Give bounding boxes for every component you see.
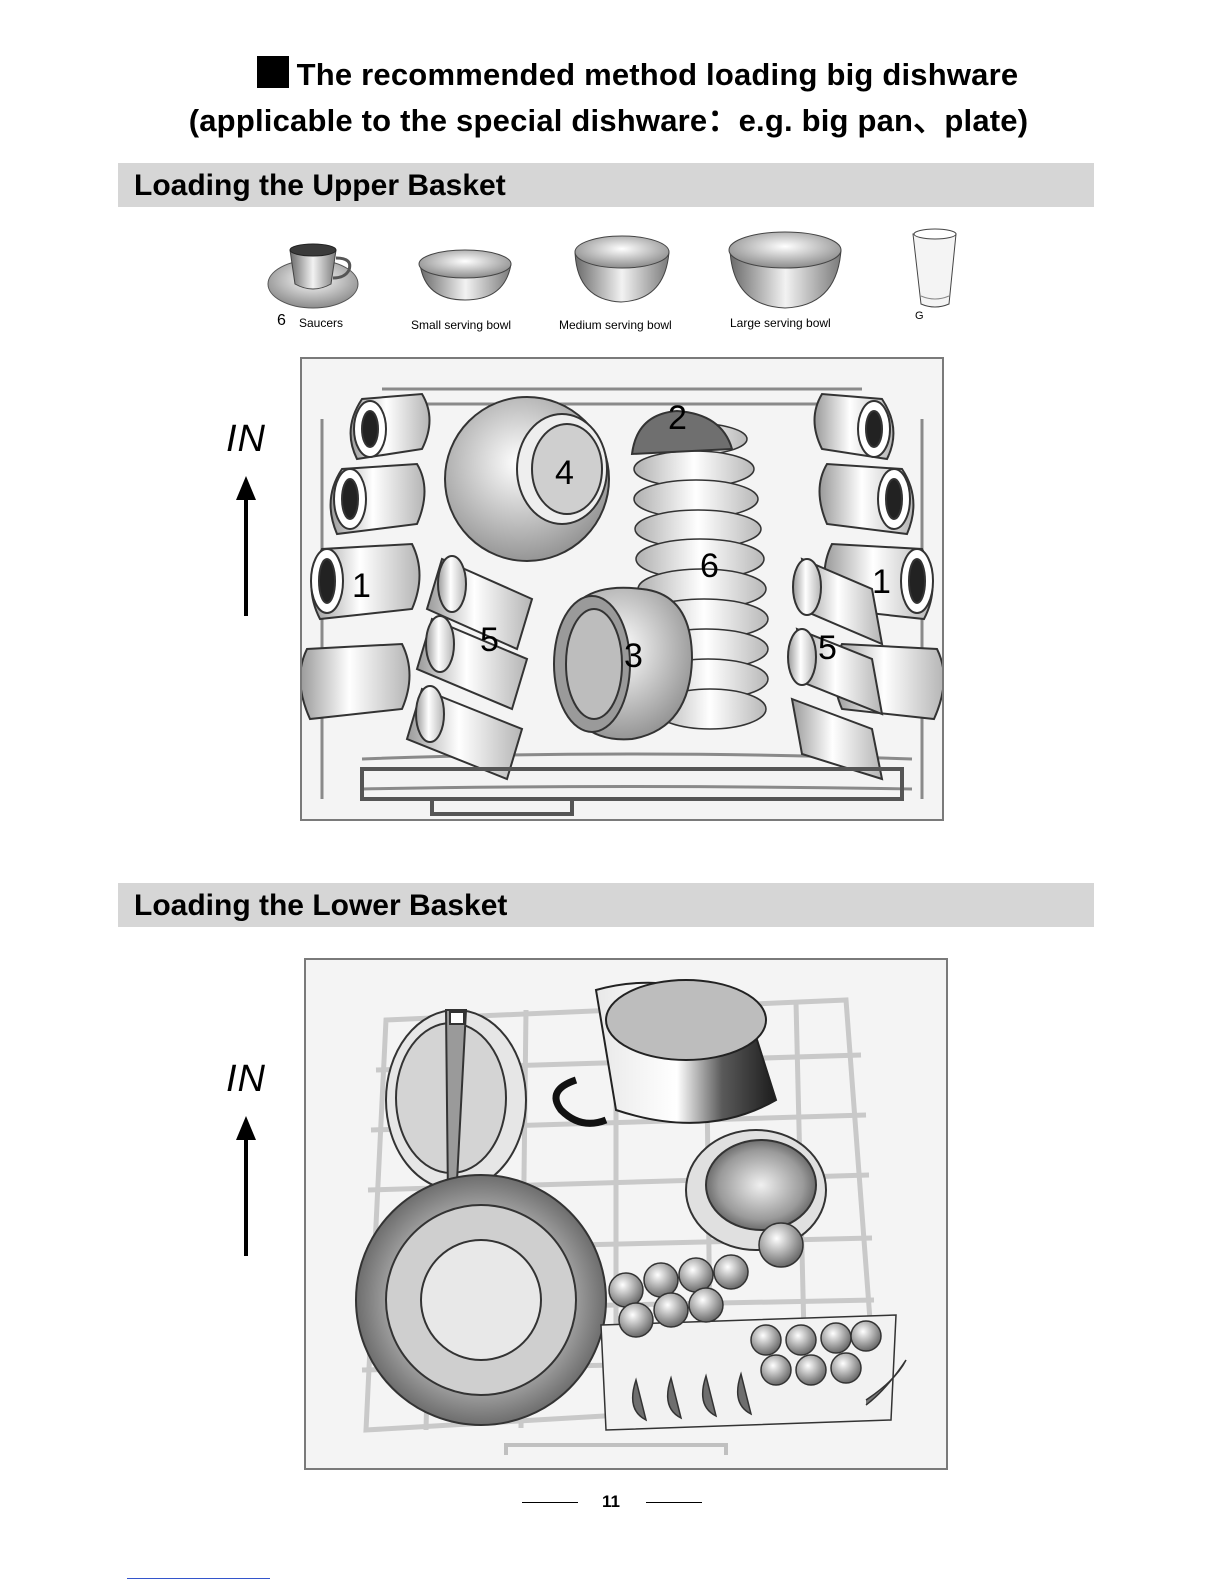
lower-in-label: IN	[226, 1058, 266, 1101]
saucers-number: 6	[277, 312, 286, 330]
upper-basket-heading-bar: Loading the Upper Basket	[118, 163, 1094, 207]
upper-direction-arrow-icon	[236, 476, 256, 618]
title-line-2: (applicable to the special dishware：e.g.…	[0, 95, 1221, 140]
saucers-label: Saucers	[299, 316, 343, 330]
small-serving-bowl-label: Small serving bowl	[411, 318, 511, 332]
callout-cups-left: 1	[352, 567, 371, 606]
upper-basket-illustration: 1 2 4 6 1 5 3 5	[300, 357, 944, 821]
upper-basket-heading: Loading the Upper Basket	[134, 169, 506, 203]
title-line-1: The recommended method loading big dishw…	[297, 57, 1019, 92]
callout-mugs-left: 5	[480, 621, 499, 660]
callout-small-bowl: 2	[668, 399, 687, 438]
callout-mugs-right: 5	[818, 629, 837, 668]
lower-basket-illustration	[304, 958, 948, 1470]
callout-large-bowl: 4	[555, 454, 574, 493]
callout-cups-right: 1	[872, 563, 891, 602]
upper-basket-dish-legend: 6 Saucers Small serving bowl Medium serv…	[265, 222, 985, 342]
callout-medium-bowl: 3	[624, 637, 643, 676]
callout-plates: 6	[700, 547, 719, 586]
glass-icon	[913, 229, 956, 307]
lower-basket-heading-bar: Loading the Lower Basket	[118, 883, 1094, 927]
small-serving-bowl-icon	[419, 250, 511, 300]
medium-serving-bowl-icon	[575, 236, 669, 302]
black-square-bullet-icon	[257, 56, 289, 88]
lower-basket-drawing	[306, 960, 946, 1468]
cup-and-saucer-icon	[268, 244, 358, 308]
footer-rule-left	[522, 1502, 578, 1503]
large-serving-bowl-icon	[729, 232, 841, 308]
upper-in-label: IN	[226, 418, 266, 461]
glass-label: G	[915, 310, 924, 322]
page-number: 11	[596, 1492, 626, 1512]
footer-rule-right	[646, 1502, 702, 1503]
large-serving-bowl-label: Large serving bowl	[730, 316, 831, 330]
lower-direction-arrow-icon	[236, 1116, 256, 1258]
upper-basket-drawing	[302, 359, 942, 819]
page-title: The recommended method loading big dishw…	[25, 56, 1225, 93]
bottom-link-underline	[127, 1578, 270, 1579]
lower-basket-heading: Loading the Lower Basket	[134, 889, 507, 923]
medium-serving-bowl-label: Medium serving bowl	[559, 318, 672, 332]
